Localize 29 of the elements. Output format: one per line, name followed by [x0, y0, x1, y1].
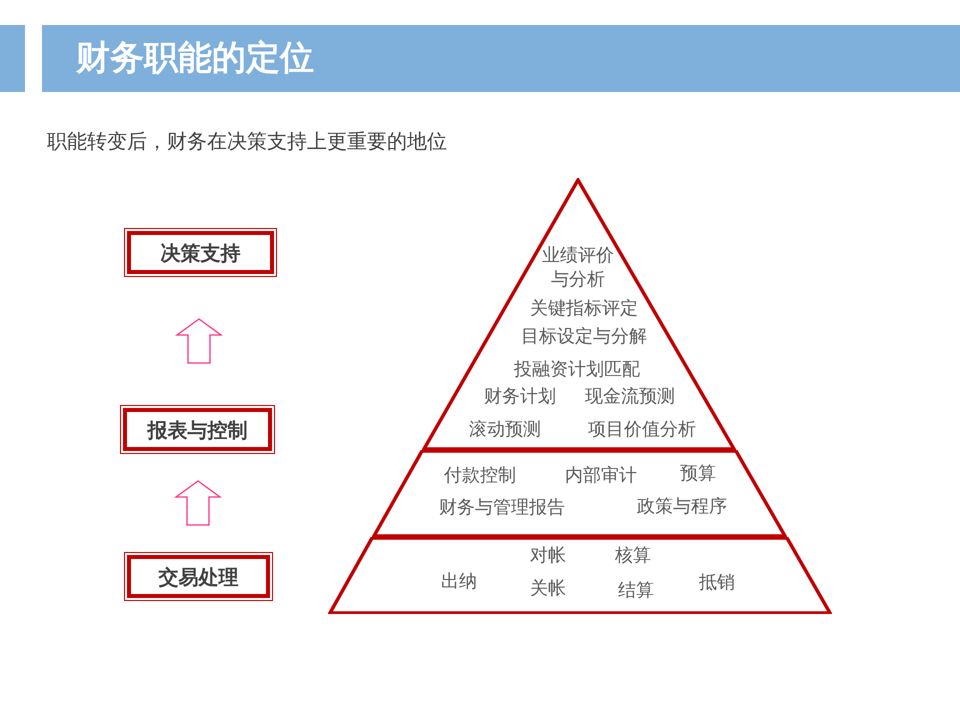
tier-item: 政策与程序: [637, 495, 727, 519]
subtitle: 职能转变后，财务在决策支持上更重要的地位: [47, 128, 447, 155]
tier-item: 关帐: [530, 577, 566, 601]
tier-item: 业绩评价与分析: [541, 244, 615, 292]
level-label: 报表与控制: [148, 416, 248, 444]
tier-item: 投融资计划匹配: [514, 358, 640, 382]
level-label: 交易处理: [158, 564, 238, 590]
tier-item: 滚动预测: [469, 418, 541, 442]
tier-item: 核算: [615, 544, 651, 568]
tier-item: 财务计划: [484, 385, 556, 409]
tier-item: 关键指标评定: [530, 297, 638, 321]
tier-item: 结算: [618, 579, 654, 603]
hollow-up-arrow: [175, 318, 223, 364]
tier-item: 付款控制: [444, 464, 516, 488]
tier-item: 财务与管理报告: [439, 496, 565, 520]
tier-item: 目标设定与分解: [521, 325, 647, 349]
tier-item: 出纳: [441, 570, 477, 594]
level-label: 决策支持: [160, 240, 240, 266]
tier-item: 对帐: [530, 544, 566, 568]
level-box: [124, 228, 277, 277]
tier-item: 内部审计: [565, 464, 637, 488]
tier-item: 项目价值分析: [588, 418, 696, 442]
level-box: [124, 552, 273, 601]
level-box: [120, 405, 275, 454]
title: 财务职能的定位: [76, 37, 314, 80]
tier-item: 抵销: [699, 571, 735, 595]
hollow-up-arrow: [174, 480, 222, 526]
tier-item: 现金流预测: [585, 385, 675, 409]
tier-item: 预算: [680, 462, 716, 486]
